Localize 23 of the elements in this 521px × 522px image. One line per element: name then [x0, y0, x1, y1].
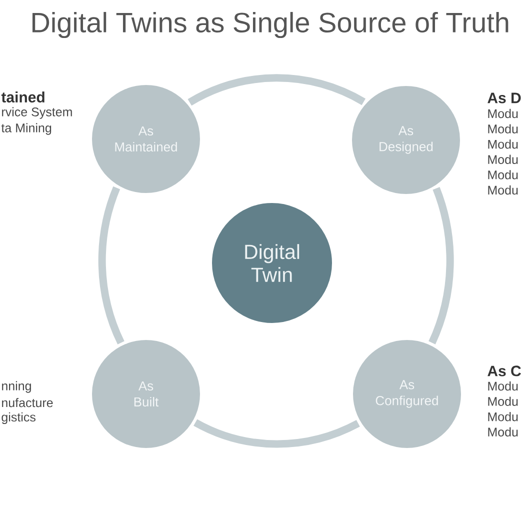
- list-item: Modu: [488, 124, 518, 134]
- ring-arc: [188, 74, 366, 106]
- list-item: ta Mining: [1, 123, 52, 135]
- list-item: gistics: [2, 412, 36, 424]
- list-item: Modu: [488, 185, 518, 195]
- side-heading: tained: [1, 92, 44, 102]
- side-heading: As C: [488, 366, 521, 376]
- ring-arc: [194, 419, 360, 448]
- list-item: rvice System: [2, 107, 72, 119]
- list-item: nufacture: [2, 398, 53, 408]
- list-item: Modu: [488, 154, 518, 164]
- list-item: nning: [2, 381, 31, 393]
- ring-arc: [428, 187, 454, 344]
- ring-arc: [98, 186, 124, 344]
- list-item: Modu: [488, 140, 518, 149]
- list-item: Modu: [488, 108, 518, 118]
- side-heading: As D: [488, 92, 521, 104]
- list-item: Modu: [488, 381, 518, 391]
- title: Digital Twins as Single Source of Truth: [32, 12, 508, 38]
- list-item: Modu: [488, 427, 518, 436]
- list-item: Modu: [488, 396, 518, 406]
- list-item: Modu: [488, 170, 518, 180]
- list-item: Modu: [488, 412, 518, 422]
